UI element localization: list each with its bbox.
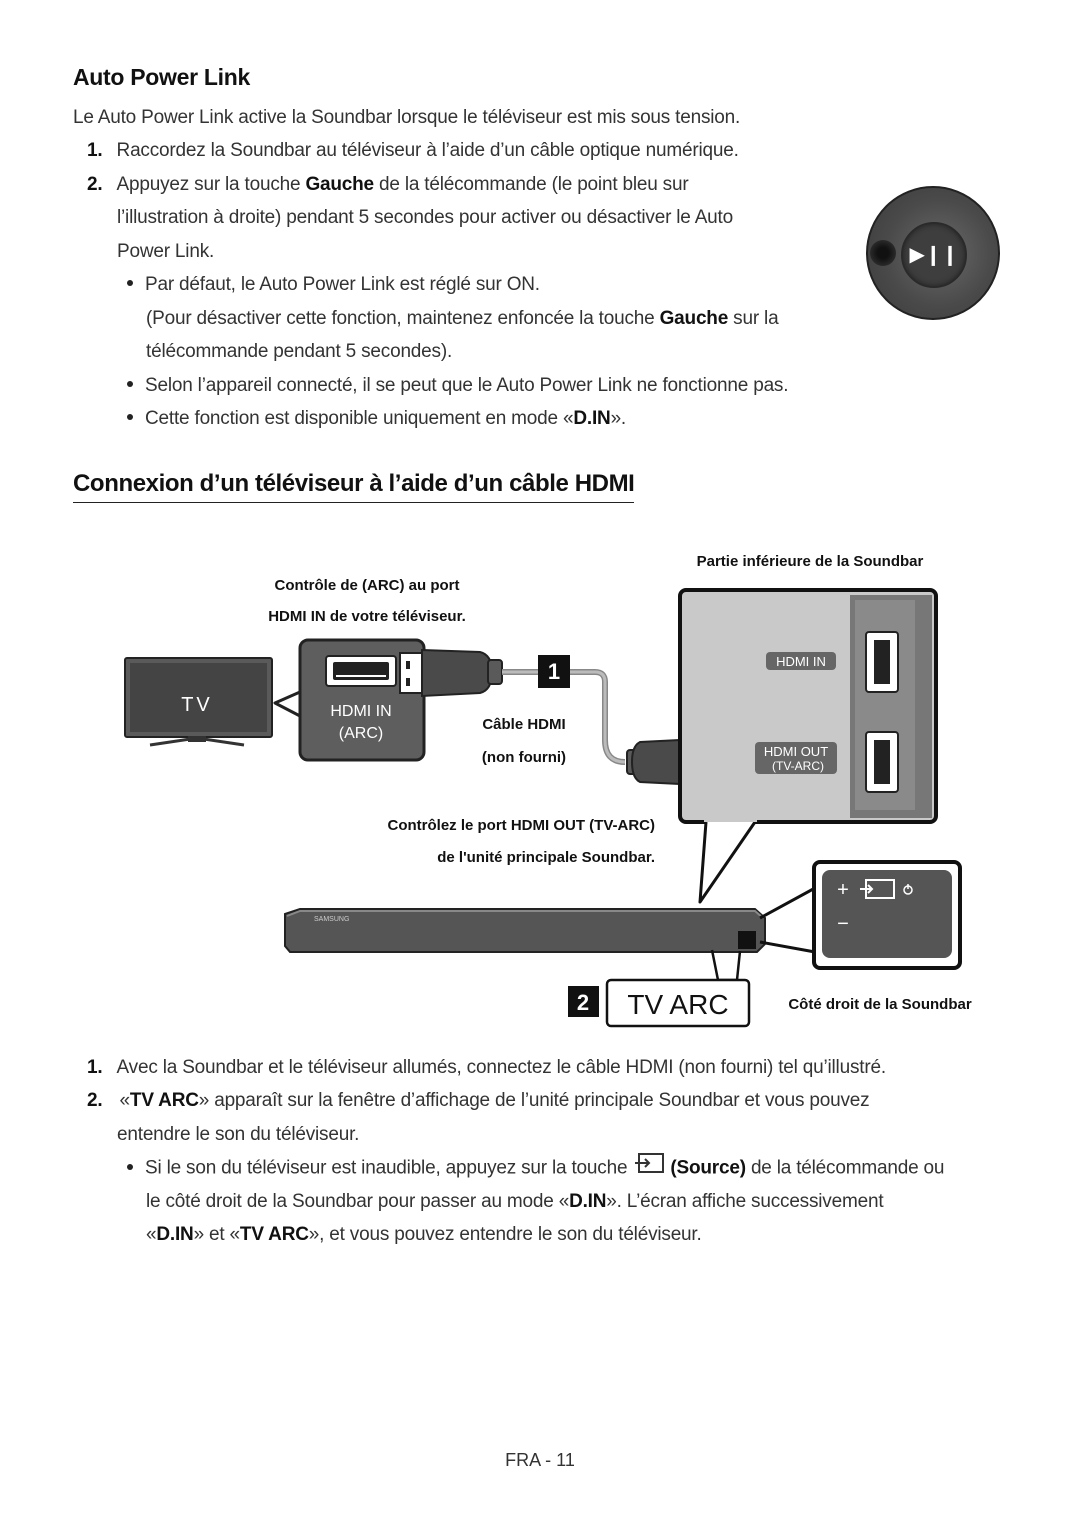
tv-port-label-2: (ARC) (339, 725, 383, 742)
cable-label-1: Câble HDMI (482, 716, 565, 733)
play-pause-icon: ▶❙❙ (909, 244, 959, 266)
panel-minus-icon: − (837, 913, 849, 935)
step-text: Raccordez la Soundbar au téléviseur à l’… (116, 140, 739, 161)
sb-hdmi-out-label-2: (TV-ARC) (772, 759, 824, 773)
play-pause-button: ▶❙❙ (901, 222, 967, 288)
step-1-marker-text: 1 (548, 659, 560, 684)
step-1-marker (538, 655, 570, 688)
step-number: 2. (87, 1090, 103, 1111)
step-1: 1. Raccordez la Soundbar au téléviseur à… (87, 134, 739, 167)
step-2-line-2: l’illustration à droite) pendant 5 secon… (117, 207, 733, 228)
check-caption-2: de l'unité principale Soundbar. (437, 849, 655, 866)
bullet-subtext-line-2: télécommande pendant 5 secondes). (146, 341, 453, 362)
step-text: Avec la Soundbar et le téléviseur allumé… (116, 1057, 887, 1078)
bullet-item: Cette fonction est disponible uniquement… (127, 402, 626, 435)
hdmi-bullet: Si le son du téléviseur est inaudible, a… (127, 1151, 944, 1186)
bullet-dot-icon (127, 413, 133, 420)
caption-soundbar-bottom: Partie inférieure de la Soundbar (697, 553, 924, 570)
hdmi-step-2-line-2: entendre le son du téléviseur. (117, 1124, 360, 1145)
section-heading-auto-power-link: Auto Power Link (73, 64, 250, 90)
soundbar-illustration: SAMSUNG (284, 886, 816, 982)
tv-arc-display-text: TV ARC (627, 989, 728, 1020)
hdmi-step-1: 1. Avec la Soundbar et le téléviseur all… (87, 1051, 886, 1084)
hdmi-bullet-line-2: le côté droit de la Soundbar pour passer… (146, 1191, 884, 1212)
bullet-item: Par défaut, le Auto Power Link est réglé… (127, 268, 540, 301)
step-2-marker (568, 986, 599, 1017)
sb-hdmi-in-label: HDMI IN (776, 654, 826, 669)
tv-hdmi-port-callout: HDMI IN (ARC) (273, 638, 426, 762)
step-text: Appuyez sur la touche Gauche de la téléc… (116, 174, 689, 195)
bullet-dot-icon (127, 380, 133, 387)
bullet-dot-icon (127, 279, 133, 286)
soundbar-right-panel: + − (812, 860, 962, 970)
soundbar-bottom-panel: HDMI IN HDMI OUT (TV-ARC) (678, 588, 938, 824)
tv-port-label-1: HDMI IN (330, 703, 391, 720)
panel-plus-icon: + (837, 879, 849, 901)
source-icon (634, 1151, 666, 1186)
tv-label: TV (181, 694, 213, 716)
page-number: FRA - 11 (505, 1450, 575, 1470)
check-caption-1: Contrôlez le port HDMI OUT (TV-ARC) (388, 817, 655, 834)
step-2-line-3: Power Link. (117, 241, 215, 262)
caption-soundbar-right: Côté droit de la Soundbar (788, 996, 972, 1013)
sb-hdmi-out-label-1: HDMI OUT (764, 744, 828, 759)
tv-illustration: TV (124, 657, 273, 747)
step-number: 2. (87, 174, 103, 195)
soundbar-brand: SAMSUNG (314, 916, 349, 923)
step-number: 1. (87, 1057, 103, 1078)
cable-label-2: (non fourni) (482, 749, 566, 766)
section-heading-hdmi: Connexion d’un téléviseur à l’aide d’un … (73, 470, 635, 503)
step-number: 1. (87, 140, 103, 161)
bullet-subtext: (Pour désactiver cette fonction, mainten… (146, 308, 779, 329)
tv-arc-display (605, 978, 751, 1028)
caption-arc-line-1: Contrôle de (ARC) au port (275, 577, 460, 594)
hdmi-step-2: 2. «TV ARC» apparaît sur la fenêtre d’af… (87, 1084, 870, 1117)
hdmi-connection-diagram: Partie inférieure de la Soundbar Contrôl… (124, 553, 972, 1028)
bullet-item: Selon l’appareil connecté, il se peut qu… (127, 369, 789, 402)
step-text: «TV ARC» apparaît sur la fenêtre d’affic… (119, 1090, 870, 1111)
bullet-dot-icon (127, 1163, 133, 1170)
remote-control-button-illustration: ▶❙❙ (866, 186, 1000, 320)
caption-arc-line-2: HDMI IN de votre téléviseur. (268, 608, 466, 625)
intro-paragraph: Le Auto Power Link active la Soundbar lo… (73, 107, 741, 128)
step-2-marker-text: 2 (577, 990, 589, 1015)
hdmi-bullet-line-3: «D.IN» et «TV ARC», et vous pouvez enten… (146, 1224, 702, 1245)
step-2: 2. Appuyez sur la touche Gauche de la té… (87, 168, 689, 201)
left-button-dot (870, 240, 896, 266)
hdmi-cable-plug-top (399, 648, 503, 698)
